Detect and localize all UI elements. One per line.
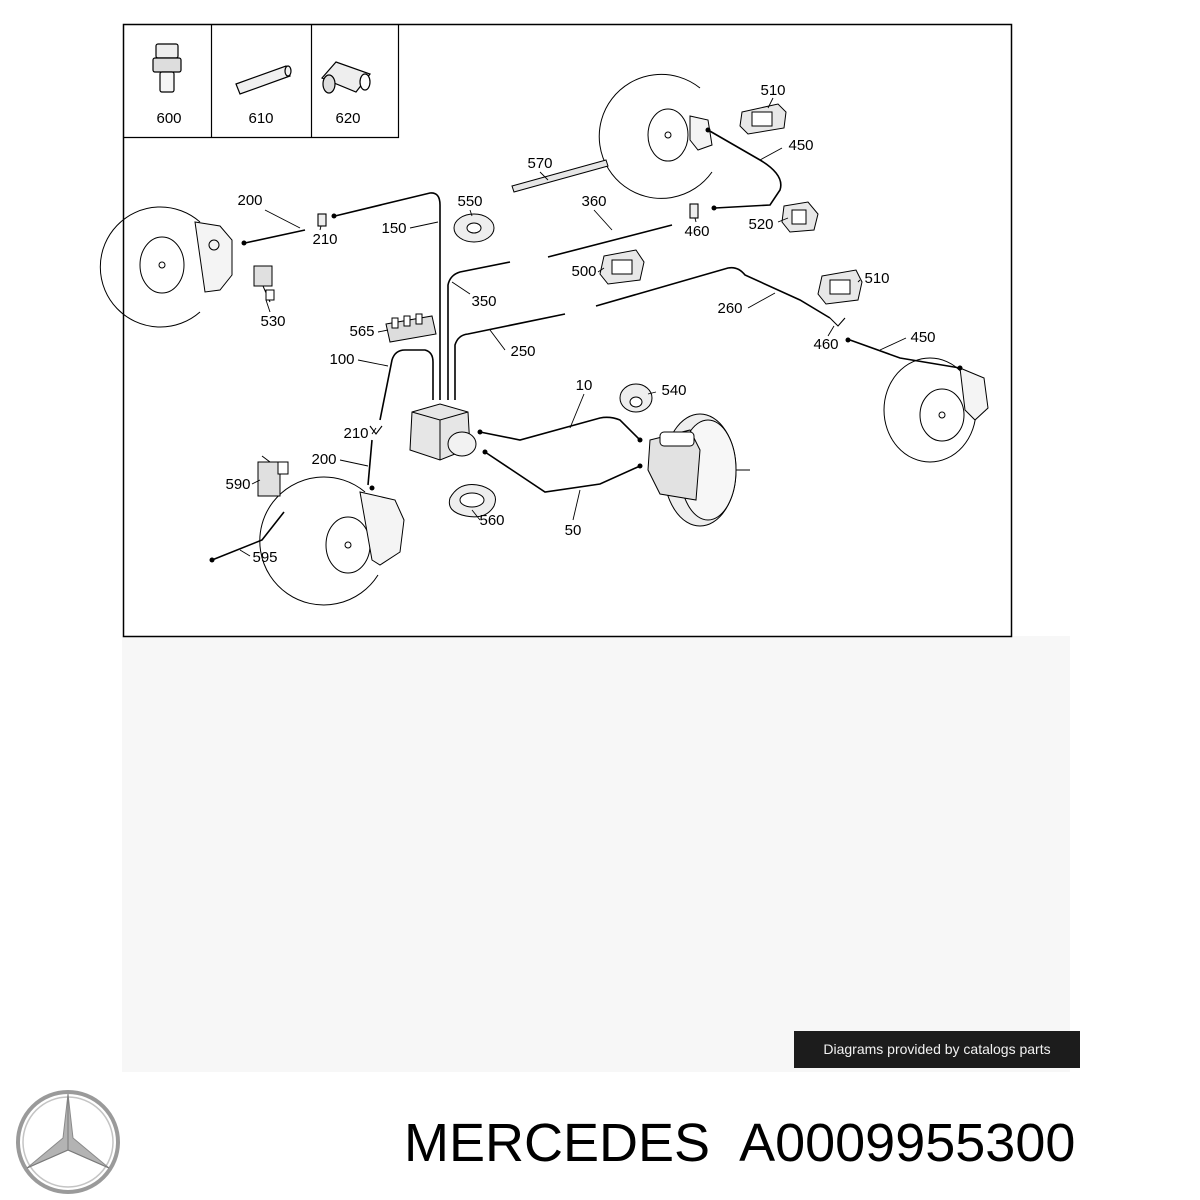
label-360: 360 [581,193,606,210]
label-570: 570 [527,155,552,172]
part-550-grommet [453,213,495,243]
label-150: 150 [381,220,406,237]
label-530: 530 [260,313,285,330]
mercedes-star-logo-icon [16,1090,120,1194]
label-590: 590 [225,476,250,493]
inset-label-620: 620 [335,110,360,127]
part-number: A0009955300 [739,1113,1076,1173]
label-560: 560 [479,512,504,529]
label-210-lower: 210 [343,425,368,442]
rear-right-brake-disc [883,357,989,463]
leader-lines [239,97,907,557]
label-565: 565 [349,323,374,340]
hex-connector-icon [320,61,371,94]
label-10: 10 [576,377,593,394]
part-590-sensor [257,455,289,497]
label-595: 595 [252,549,277,566]
label-450-top: 450 [788,137,813,154]
brand-name: MERCEDES [404,1113,711,1173]
holder-510-top [739,103,787,135]
part-560-grommet [448,484,496,518]
label-200-lower: 200 [311,451,336,468]
brake-clips [317,203,846,435]
label-510-right: 510 [864,270,889,287]
inset-label-610: 610 [248,110,273,127]
label-260: 260 [717,300,742,317]
label-100: 100 [329,351,354,368]
front-right-brake-disc [259,476,405,606]
label-200-left: 200 [237,192,262,209]
part-540-grommet [619,383,653,413]
holder-510-right [817,269,863,305]
sleeve-icon [235,65,292,95]
label-460-top: 460 [684,223,709,240]
part-565-clip [385,313,437,343]
label-460-right: 460 [813,336,838,353]
diagram-source-badge: Diagrams provided by catalogs parts [794,1031,1080,1068]
label-540: 540 [661,382,686,399]
line-fittings [209,127,963,563]
brake-lines [211,129,961,561]
holder-520 [781,201,819,233]
rear-left-brake-disc [598,73,713,199]
parts-inset [123,24,400,139]
label-450-right: 450 [910,329,935,346]
label-50: 50 [565,522,582,539]
diagram-frame [122,23,1013,638]
brake-lines-diagram: 600 610 620 [99,23,1013,638]
clip-210a [317,213,327,227]
brake-booster-master-cylinder [647,413,750,527]
front-left-brake-disc [99,206,233,328]
label-350: 350 [471,293,496,310]
part-title: MERCEDES A0009955300 [404,1108,1075,1178]
abs-hydraulic-unit [409,403,477,461]
label-510-top: 510 [760,82,785,99]
clip-460a [689,203,699,219]
inset-label-600: 600 [156,110,181,127]
label-550: 550 [457,193,482,210]
holder-500 [599,249,645,285]
part-530-sensor [253,265,275,303]
label-500: 500 [571,263,596,280]
label-210-top: 210 [312,231,337,248]
label-250: 250 [510,343,535,360]
clip-460b [829,317,846,327]
bleed-screw-icon [152,43,182,93]
background-panel [122,636,1070,1072]
clip-210b [369,425,383,435]
label-520: 520 [748,216,773,233]
part-570-strip [511,159,609,193]
